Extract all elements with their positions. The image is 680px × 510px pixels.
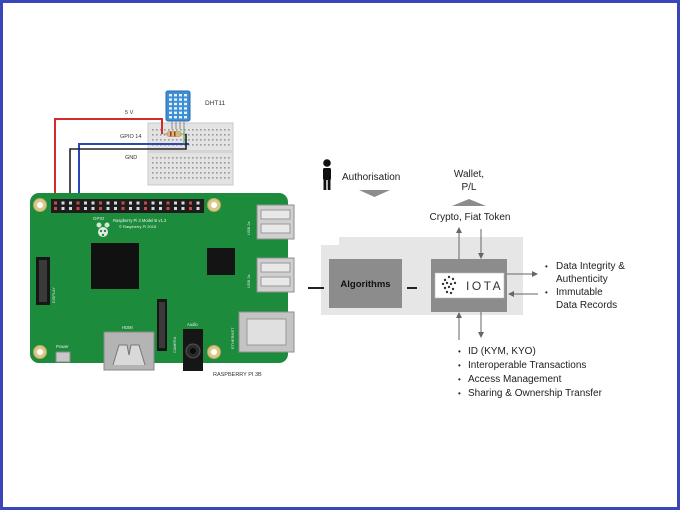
right-bullet-item: Data Integrity & xyxy=(556,261,625,272)
gpio-label: GPIO xyxy=(93,216,105,221)
crypto-label: Crypto, Fiat Token xyxy=(430,212,511,223)
power-port xyxy=(55,351,71,363)
algorithms-label: Algorithms xyxy=(340,279,390,290)
wire-gpio14 xyxy=(78,143,189,199)
breadboard xyxy=(147,122,234,186)
wallet-label-line2: P/L xyxy=(461,182,476,193)
raspberry-pi-board: GPIO Raspberry Pi 3 Model B v1.2 © Raspb… xyxy=(30,193,295,378)
dht11-sensor: DHT11 xyxy=(165,90,225,129)
iota-logo-box xyxy=(434,272,505,299)
bullet-marker: • xyxy=(458,375,461,384)
board-model-line2: © Raspberry Pi 2015 xyxy=(119,224,157,229)
wallet-arrow xyxy=(452,199,486,206)
board-model-line1: Raspberry Pi 3 Model B v1.2 xyxy=(113,218,167,223)
power-label: Power xyxy=(56,344,69,349)
right-bullet-item: Immutable xyxy=(556,287,603,298)
background-panel xyxy=(339,237,523,245)
iota-logo-icon xyxy=(441,275,457,295)
person-icon xyxy=(323,159,331,190)
flow-diagram: Algorithms IOTA Authorisation Wallet, P/… xyxy=(308,159,625,399)
gpio-header xyxy=(51,199,204,213)
right-bullet-list: • Data Integrity & Authenticity • Immuta… xyxy=(545,261,625,311)
gpio-pins xyxy=(54,201,200,210)
bullet-marker: • xyxy=(458,389,461,398)
usb-label-1: USB 2x xyxy=(246,221,251,235)
right-bullet-item: Authenticity xyxy=(556,274,608,285)
bottom-bullet-list: • ID (KYM, KYO) • Interoperable Transact… xyxy=(458,346,603,399)
soc-chip xyxy=(91,243,139,289)
bullet-marker: • xyxy=(545,262,548,271)
wire-5v xyxy=(54,118,163,199)
diagram-canvas: DHT11 5 V GPIO 14 GND GPIO xyxy=(30,90,625,399)
bottom-bullet-item: ID (KYM, KYO) xyxy=(468,346,536,357)
resistor xyxy=(163,131,187,137)
wire-label-gnd: GND xyxy=(125,155,137,161)
wire-label-5v: 5 V xyxy=(125,110,134,116)
board-name: RASPBERRY PI 3B xyxy=(213,372,262,378)
bottom-bullet-item: Access Management xyxy=(468,374,562,385)
authorisation-label: Authorisation xyxy=(342,172,400,183)
bottom-bullet-item: Interoperable Transactions xyxy=(468,360,586,371)
algorithms-box xyxy=(329,259,402,308)
bottom-bullet-item: Sharing & Ownership Transfer xyxy=(468,388,603,399)
usb-lan-chip xyxy=(207,248,235,275)
bullet-marker: • xyxy=(458,361,461,370)
camera-label: CAMERA xyxy=(173,336,177,353)
wire-label-gpio14: GPIO 14 xyxy=(120,134,141,140)
ethernet-label: ETHERNET xyxy=(230,327,235,349)
wallet-label-line1: Wallet, xyxy=(454,169,484,180)
wire-gnd xyxy=(69,134,187,199)
authorisation-arrow xyxy=(359,190,390,197)
audio-label: Audio xyxy=(187,322,198,327)
display-label: DISPLAY xyxy=(52,287,56,303)
iota-logo-text: IOTA xyxy=(466,279,503,293)
bullet-marker: • xyxy=(458,347,461,356)
wires: 5 V GPIO 14 GND xyxy=(54,110,189,199)
bullet-marker: • xyxy=(545,288,548,297)
iota-arrows xyxy=(456,227,538,340)
sensor-label: DHT11 xyxy=(205,100,225,107)
usb-label-2: USB 2x xyxy=(246,274,251,288)
hdmi-label: HDMI xyxy=(122,325,133,330)
sensor-grille xyxy=(169,94,187,119)
right-bullet-item: Data Records xyxy=(556,300,617,311)
raspberry-logo-icon xyxy=(96,222,110,237)
